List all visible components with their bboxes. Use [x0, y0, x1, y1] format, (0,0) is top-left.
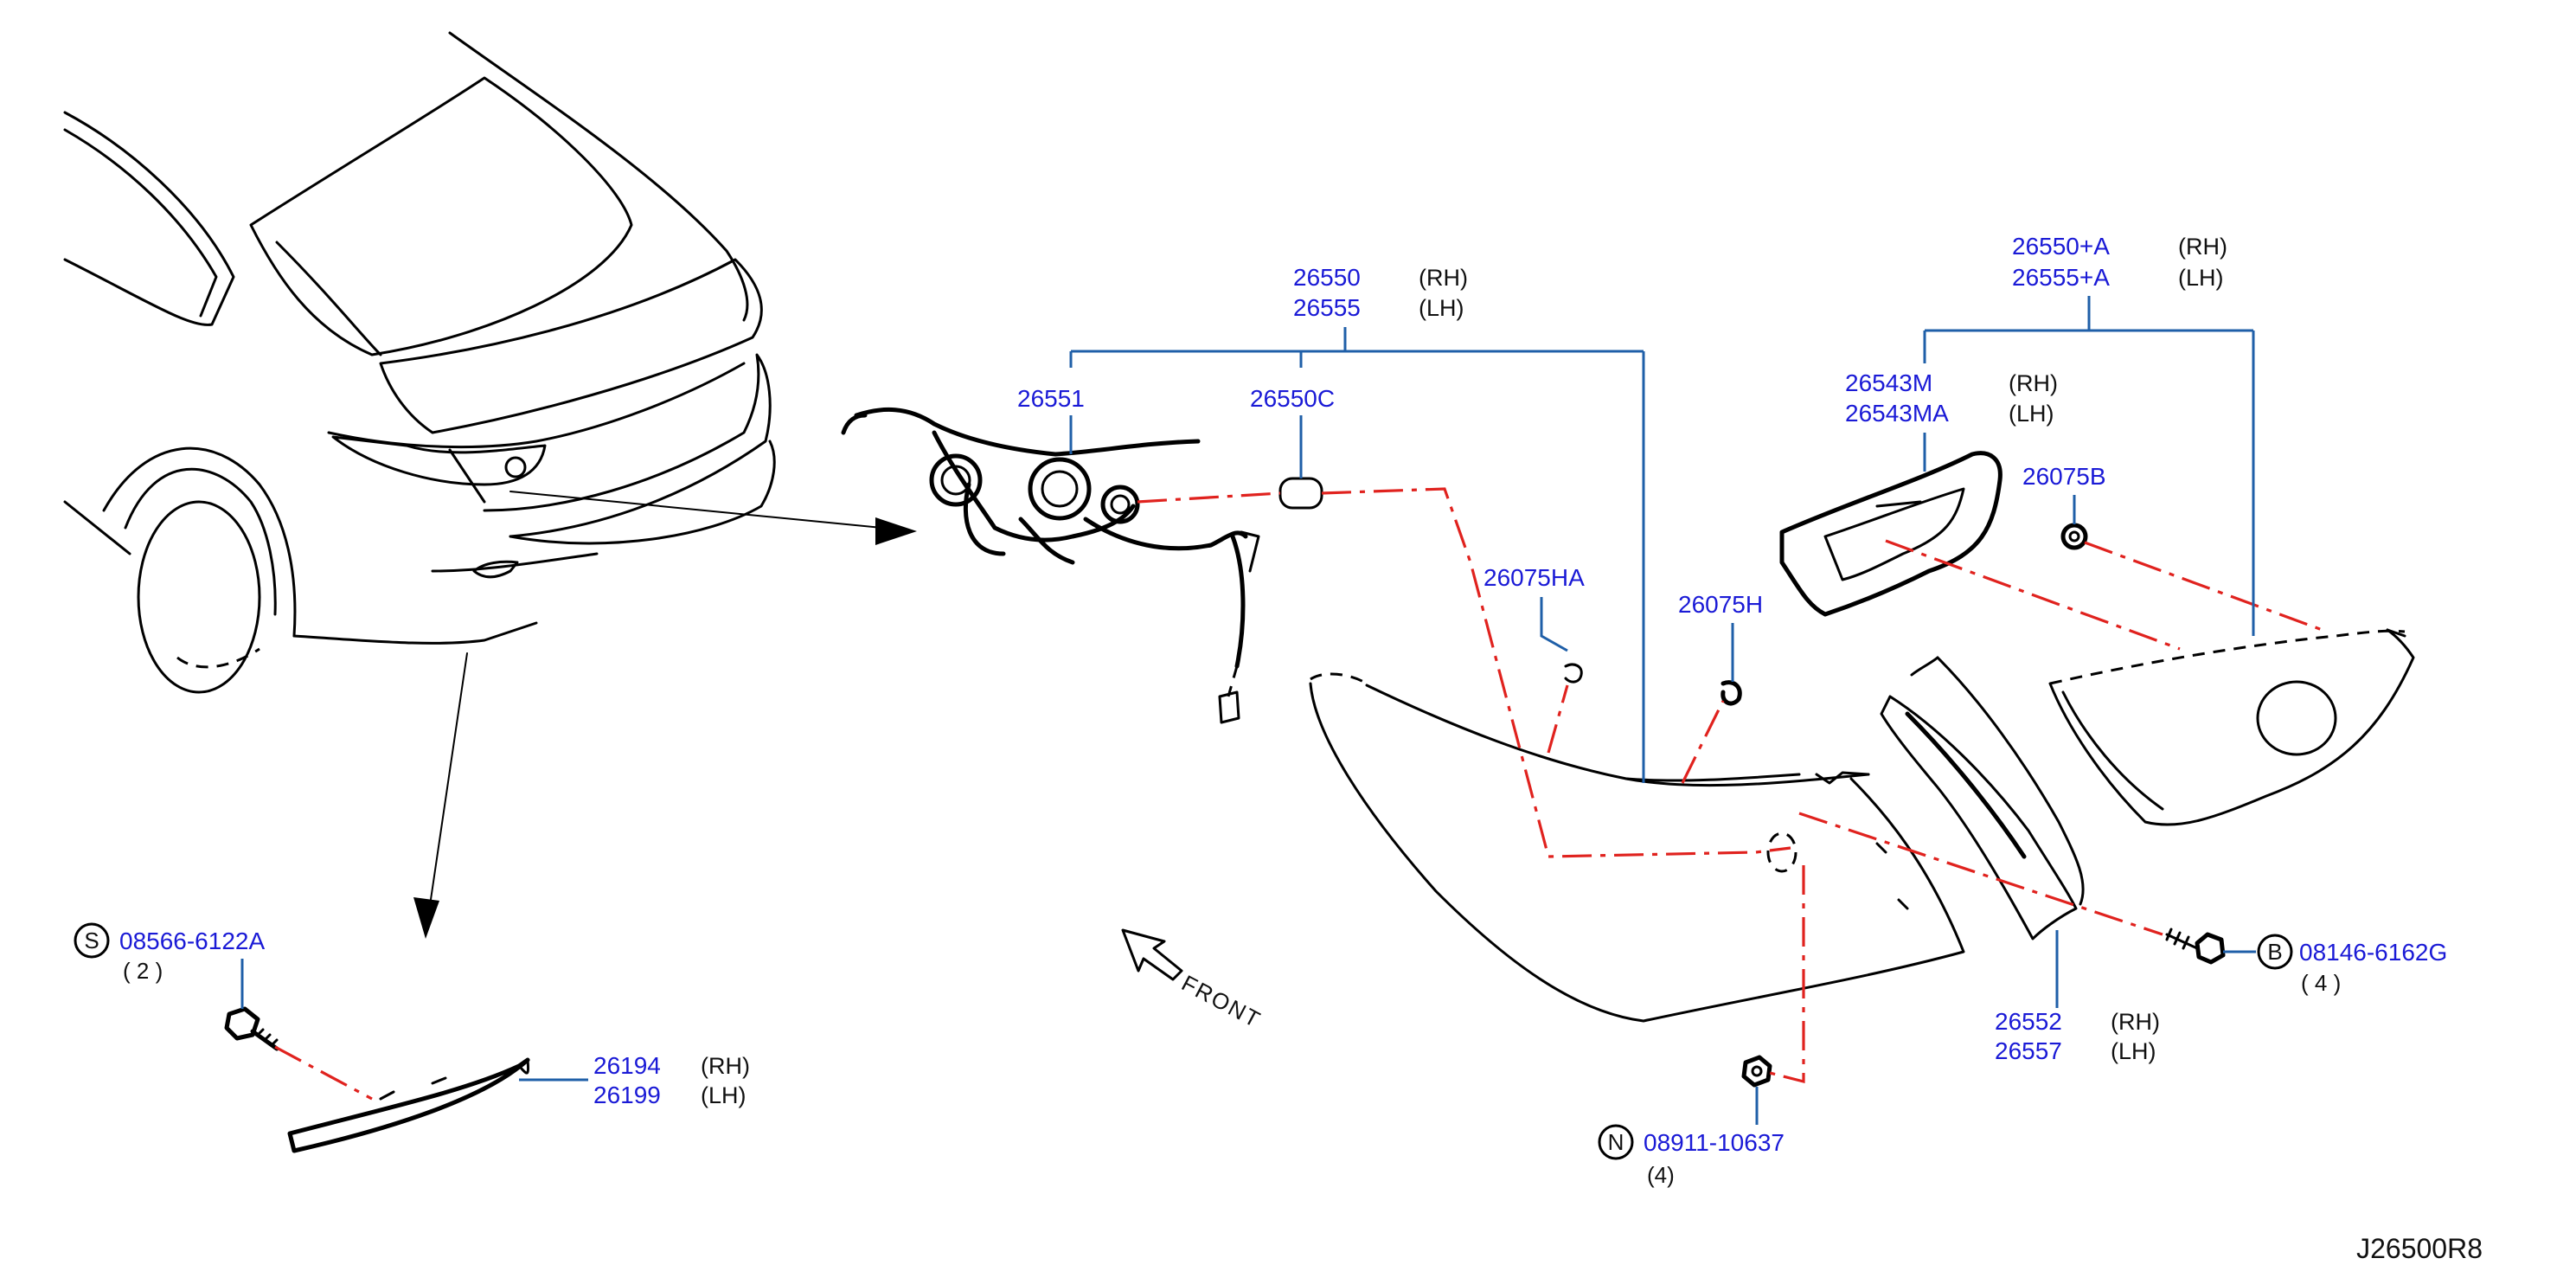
- pn-26555-a: 26555+A: [2012, 264, 2110, 291]
- qty-08911-10637: (4): [1647, 1162, 1675, 1188]
- callout-leaders: [240, 296, 2256, 1125]
- badge-n: N: [1608, 1129, 1624, 1155]
- side-26550-a: (RH): [2178, 234, 2227, 260]
- grommet-26075ha: [1564, 663, 1583, 684]
- side-26557: (LH): [2111, 1038, 2156, 1064]
- side-26555: (LH): [1419, 295, 1464, 321]
- side-reflector-26194: [287, 1057, 530, 1153]
- badge-n-circle: [1598, 1124, 1634, 1160]
- qty-08566-6122a: ( 2 ): [123, 958, 163, 984]
- pn-26543ma: 26543MA: [1845, 400, 1949, 427]
- screw-08566-6122a: [224, 1006, 279, 1051]
- tail-lamp-body: [1309, 672, 1965, 1023]
- pn-26550-a: 26550+A: [2012, 233, 2110, 260]
- badge-b: B: [2267, 939, 2282, 965]
- lamp-gasket-26552: [1880, 656, 2085, 941]
- pn-26555: 26555: [1293, 294, 1361, 321]
- pn-08146-6162g: 08146-6162G: [2299, 939, 2447, 966]
- pn-26543m: 26543M: [1845, 369, 1932, 396]
- diagram-code: J26500R8: [2356, 1233, 2483, 1264]
- pn-26557: 26557: [1995, 1037, 2062, 1064]
- pn-08566-6122a: 08566-6122A: [119, 928, 265, 954]
- bulb-socket-26550c: [1278, 477, 1323, 510]
- pn-26075h: 26075H: [1678, 591, 1763, 618]
- badge-b-circle: [2257, 934, 2293, 970]
- outer-garnish: [2048, 628, 2415, 826]
- badge-s-circle: [74, 922, 110, 959]
- side-26199: (LH): [701, 1082, 747, 1108]
- side-26552: (RH): [2111, 1009, 2160, 1035]
- pn-26550: 26550: [1293, 264, 1361, 291]
- vehicle-rear-illustration: [63, 31, 917, 939]
- qty-08146-6162g: ( 4 ): [2301, 970, 2341, 996]
- side-26194: (RH): [701, 1053, 750, 1079]
- nut-08911-10637: [1741, 1055, 1772, 1088]
- side-26555-a: (LH): [2178, 265, 2224, 291]
- pn-26075ha: 26075HA: [1483, 564, 1585, 591]
- badge-s: S: [84, 928, 99, 953]
- pn-26552: 26552: [1995, 1008, 2062, 1035]
- pn-26199: 26199: [593, 1082, 661, 1108]
- side-26543m: (RH): [2009, 370, 2058, 396]
- pn-08911-10637: 08911-10637: [1644, 1129, 1785, 1156]
- front-direction-arrow: [1121, 928, 1183, 981]
- pn-26194: 26194: [593, 1052, 661, 1079]
- grommet-26075b: [2060, 523, 2088, 550]
- assembly-centerlines: [274, 487, 2328, 1101]
- grommet-26075h: [1721, 680, 1742, 706]
- pn-26551: 26551: [1017, 385, 1085, 412]
- pn-26550c: 26550C: [1250, 385, 1335, 412]
- bolt-08146-6162g: [2165, 928, 2226, 965]
- pn-26075b: 26075B: [2022, 463, 2106, 490]
- inner-lamp-26543m: [1779, 451, 2002, 617]
- front-label: FRONT: [1177, 970, 1266, 1033]
- side-26550: (RH): [1419, 265, 1468, 291]
- side-26543ma: (LH): [2009, 401, 2054, 427]
- wire-harness-26551: [841, 407, 1260, 724]
